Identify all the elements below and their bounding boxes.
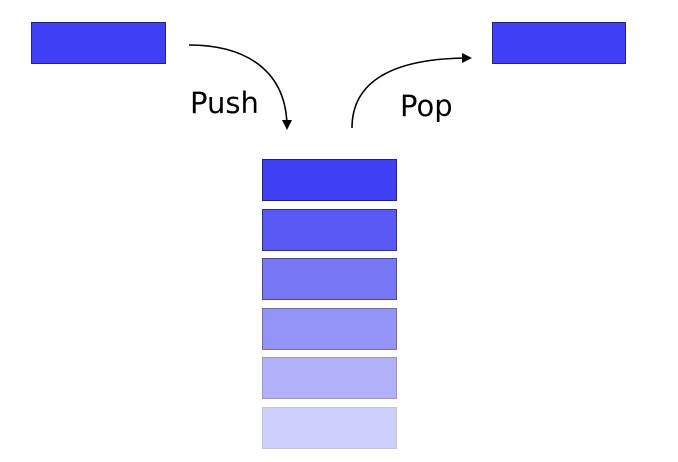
push-label: Push xyxy=(190,86,259,120)
pop-arrow xyxy=(351,53,472,129)
stack-item-6 xyxy=(262,407,397,449)
stack-item-1 xyxy=(262,159,397,201)
stack-item-2 xyxy=(262,209,397,251)
incoming-block xyxy=(31,22,166,64)
push-arrow xyxy=(188,44,292,130)
pop-label: Pop xyxy=(400,89,453,123)
stack-item-3 xyxy=(262,258,397,300)
outgoing-block xyxy=(492,22,626,64)
stack-item-5 xyxy=(262,357,397,399)
stack-item-4 xyxy=(262,308,397,350)
